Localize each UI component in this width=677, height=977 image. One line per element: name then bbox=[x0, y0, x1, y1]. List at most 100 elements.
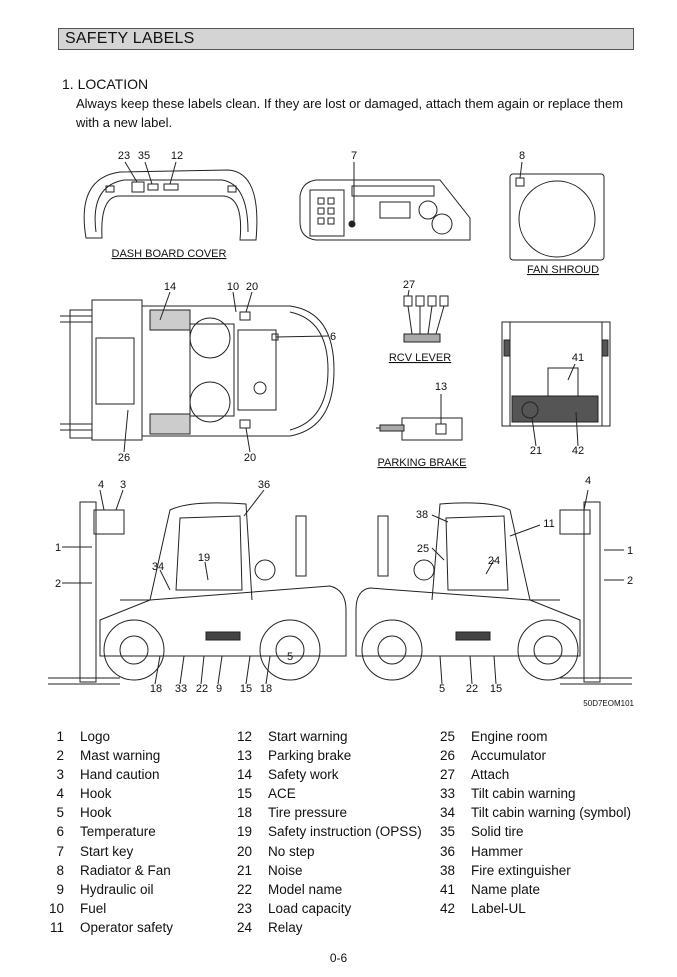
callout-38: 38 bbox=[416, 509, 428, 521]
legend-item-number: 34 bbox=[439, 805, 455, 821]
callout-2-left: 2 bbox=[55, 578, 61, 590]
dash-panel-drawing bbox=[299, 162, 471, 241]
callout-23: 23 bbox=[118, 150, 130, 162]
legend-item-label: Hydraulic oil bbox=[80, 881, 154, 897]
legend-item-number: 36 bbox=[439, 843, 455, 859]
location-heading: 1. LOCATION bbox=[62, 76, 149, 92]
legend-item-number: 33 bbox=[439, 786, 455, 802]
callout-18-a: 18 bbox=[150, 683, 162, 695]
caption-parking-brake: PARKING BRAKE bbox=[377, 457, 466, 469]
legend-item-number: 27 bbox=[439, 767, 455, 783]
legend-item-label: Temperature bbox=[80, 824, 156, 840]
intro-paragraph: Always keep these labels clean. If they … bbox=[76, 96, 624, 130]
legend-item-label: Safety instruction (OPSS) bbox=[268, 824, 422, 840]
legend-item-label: Model name bbox=[268, 881, 343, 897]
legend-item-number: 11 bbox=[49, 919, 64, 935]
callout-25: 25 bbox=[417, 543, 429, 555]
section-title: SAFETY LABELS bbox=[65, 30, 195, 47]
callout-4-left: 4 bbox=[98, 479, 104, 491]
legend-item: 36 Hammer bbox=[429, 844, 631, 863]
legend-item-label: Hook bbox=[80, 786, 112, 802]
callout-21: 21 bbox=[530, 445, 542, 457]
legend-item-number: 22 bbox=[236, 881, 252, 897]
callout-1-left: 1 bbox=[55, 542, 61, 554]
legend-item-label: Start warning bbox=[268, 729, 348, 744]
callout-5-right: 5 bbox=[439, 683, 445, 695]
legend-item-label: Parking brake bbox=[268, 748, 352, 764]
rcv-lever-drawing bbox=[403, 289, 449, 343]
callout-3: 3 bbox=[120, 479, 126, 491]
legend-item-label: Hammer bbox=[471, 843, 523, 859]
dash-board-cover-drawing bbox=[83, 161, 258, 241]
legend-item-label: Safety work bbox=[268, 767, 339, 783]
legend-item-label: Attach bbox=[471, 767, 510, 783]
legend-item: 11 Operator safety bbox=[38, 920, 173, 939]
callout-11: 11 bbox=[543, 518, 554, 530]
callout-8: 8 bbox=[519, 150, 525, 162]
callout-42: 42 bbox=[572, 445, 584, 457]
fan-shroud-drawing bbox=[509, 161, 605, 261]
section-title-bar: SAFETY LABELS bbox=[58, 28, 634, 50]
legend-item-label: Engine room bbox=[471, 729, 548, 744]
legend-item: 41 Name plate bbox=[429, 882, 631, 901]
callout-9: 9 bbox=[216, 683, 222, 695]
callout-27: 27 bbox=[403, 279, 415, 291]
legend-item-number: 6 bbox=[56, 824, 64, 840]
legend-item-number: 3 bbox=[56, 767, 64, 783]
callout-26: 26 bbox=[118, 452, 130, 464]
callout-6: 6 bbox=[330, 331, 336, 343]
callout-24: 24 bbox=[488, 555, 500, 567]
callout-20-bottom: 20 bbox=[244, 452, 256, 464]
legend-item-label: Tilt cabin warning (symbol) bbox=[471, 805, 632, 821]
callout-15-left: 15 bbox=[240, 683, 252, 695]
drawing-code: 50D7EOM101 bbox=[583, 699, 634, 708]
legend-item-label: Relay bbox=[268, 919, 303, 935]
callout-5-left: 5 bbox=[287, 651, 293, 663]
callout-19: 19 bbox=[198, 552, 210, 564]
legend-item-number: 35 bbox=[439, 824, 455, 840]
legend-item-number: 9 bbox=[56, 881, 64, 897]
legend-item-label: Load capacity bbox=[268, 900, 352, 916]
legend-item-number: 4 bbox=[56, 786, 64, 802]
legend-item: 6 Temperature bbox=[38, 824, 173, 843]
legend-item-number: 1 bbox=[56, 729, 64, 744]
legend-item-label: Name plate bbox=[471, 881, 541, 897]
callout-10: 10 bbox=[227, 281, 239, 293]
legend-item: 34 Tilt cabin warning (symbol) bbox=[429, 805, 631, 824]
rear-view-drawing bbox=[501, 321, 611, 447]
callout-35: 35 bbox=[138, 150, 150, 162]
legend-item-label: No step bbox=[268, 843, 315, 859]
legend-item-number: 18 bbox=[236, 805, 252, 821]
legend-item-number: 7 bbox=[56, 843, 64, 859]
legend-item: 22 Model name bbox=[226, 882, 422, 901]
callout-34: 34 bbox=[152, 561, 164, 573]
legend-item-label: Mast warning bbox=[80, 748, 161, 764]
legend-item-number: 41 bbox=[439, 881, 455, 897]
legend-item-label: Operator safety bbox=[80, 919, 174, 935]
callout-14: 14 bbox=[164, 281, 176, 293]
legend-item-number: 20 bbox=[236, 843, 252, 859]
callout-22-left: 22 bbox=[196, 683, 208, 695]
callout-18-b: 18 bbox=[260, 683, 272, 695]
legend-item: 20 No step bbox=[226, 844, 422, 863]
legend-item-number: 2 bbox=[56, 748, 64, 764]
legend-item-number: 19 bbox=[236, 824, 252, 840]
legend-item-label: ACE bbox=[268, 786, 296, 802]
callout-12: 12 bbox=[171, 150, 183, 162]
callout-20-top: 20 bbox=[246, 281, 258, 293]
